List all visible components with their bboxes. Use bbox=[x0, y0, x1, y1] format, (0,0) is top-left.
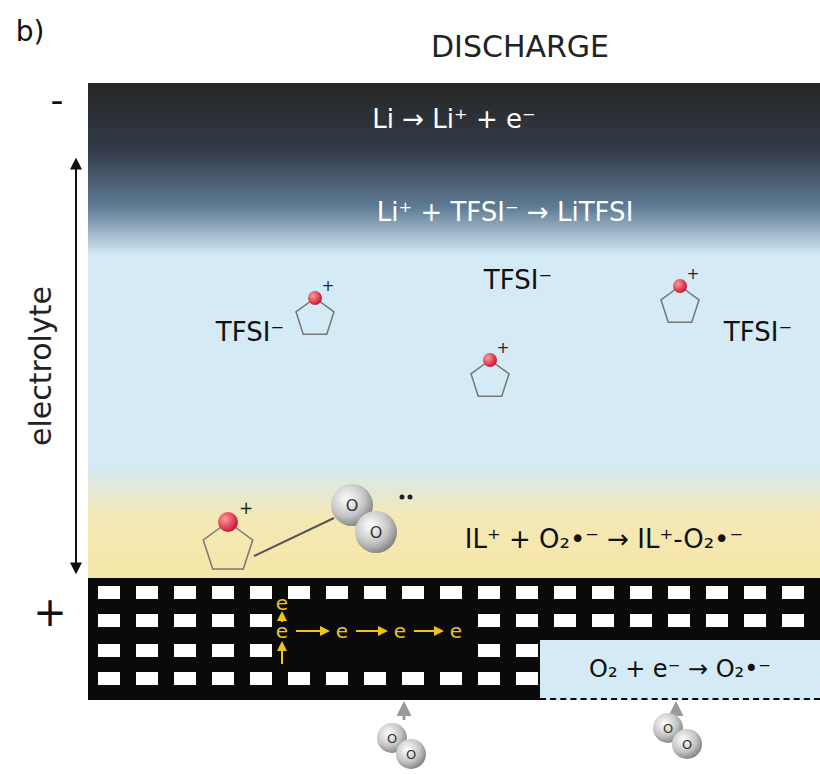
reaction-text: IL⁺ + O₂•⁻ → IL⁺-O₂•⁻ bbox=[465, 525, 743, 554]
reaction-text: Li⁺ + TFSI⁻ → LiTFSI bbox=[377, 198, 634, 227]
atom-label: O bbox=[370, 524, 383, 542]
gas-arrow bbox=[403, 704, 406, 720]
electrolyte-label: electrolyte bbox=[24, 286, 57, 446]
interface-layer bbox=[88, 465, 820, 580]
electron-label: e bbox=[336, 620, 348, 642]
anode-band: Li → Li⁺ + e⁻ bbox=[88, 83, 820, 155]
atom-label: O bbox=[682, 738, 692, 752]
porous-cathode bbox=[88, 578, 820, 700]
electrolyte-arrow bbox=[75, 160, 77, 572]
charge-sign: + bbox=[687, 266, 700, 283]
electrolyte-region bbox=[88, 83, 820, 583]
electron-path bbox=[282, 613, 442, 664]
electron-label: e bbox=[276, 592, 288, 614]
atom-label: O bbox=[406, 748, 416, 762]
electron-label: e bbox=[450, 620, 462, 642]
atom-label: O bbox=[346, 497, 359, 515]
electron-label: e bbox=[394, 620, 406, 642]
lithium-anode bbox=[88, 83, 820, 255]
atom-label: O bbox=[663, 722, 673, 736]
interface-band: IL⁺ + O₂•⁻ → IL⁺-O₂•⁻ bbox=[88, 500, 820, 578]
charge-sign: + bbox=[497, 340, 510, 357]
charge-sign: + bbox=[322, 278, 335, 295]
oxygen-molecule bbox=[653, 713, 702, 759]
cathode-pores bbox=[98, 586, 804, 685]
title: DISCHARGE bbox=[431, 30, 609, 63]
cathode-sign: + bbox=[33, 590, 67, 634]
charge-sign: + bbox=[239, 499, 253, 518]
reaction-text: Li → Li⁺ + e⁻ bbox=[372, 105, 536, 134]
reaction-text: O₂ + e⁻ → O₂•⁻ bbox=[589, 656, 771, 682]
bond-line bbox=[254, 518, 334, 556]
oxygen-molecule bbox=[331, 484, 413, 553]
anode-sign: - bbox=[51, 80, 64, 120]
oxygen-molecule bbox=[377, 723, 426, 769]
atom-label: O bbox=[387, 732, 397, 746]
panel-letter: b) bbox=[16, 17, 45, 48]
anion-label: TFSI⁻ bbox=[216, 318, 284, 347]
anion-label: TFSI⁻ bbox=[484, 266, 552, 295]
gas-arrow bbox=[675, 704, 678, 712]
anion-label: TFSI⁻ bbox=[724, 318, 792, 347]
cathode-reaction-box: O₂ + e⁻ → O₂•⁻ bbox=[540, 640, 820, 700]
electron-label: e bbox=[276, 620, 288, 642]
